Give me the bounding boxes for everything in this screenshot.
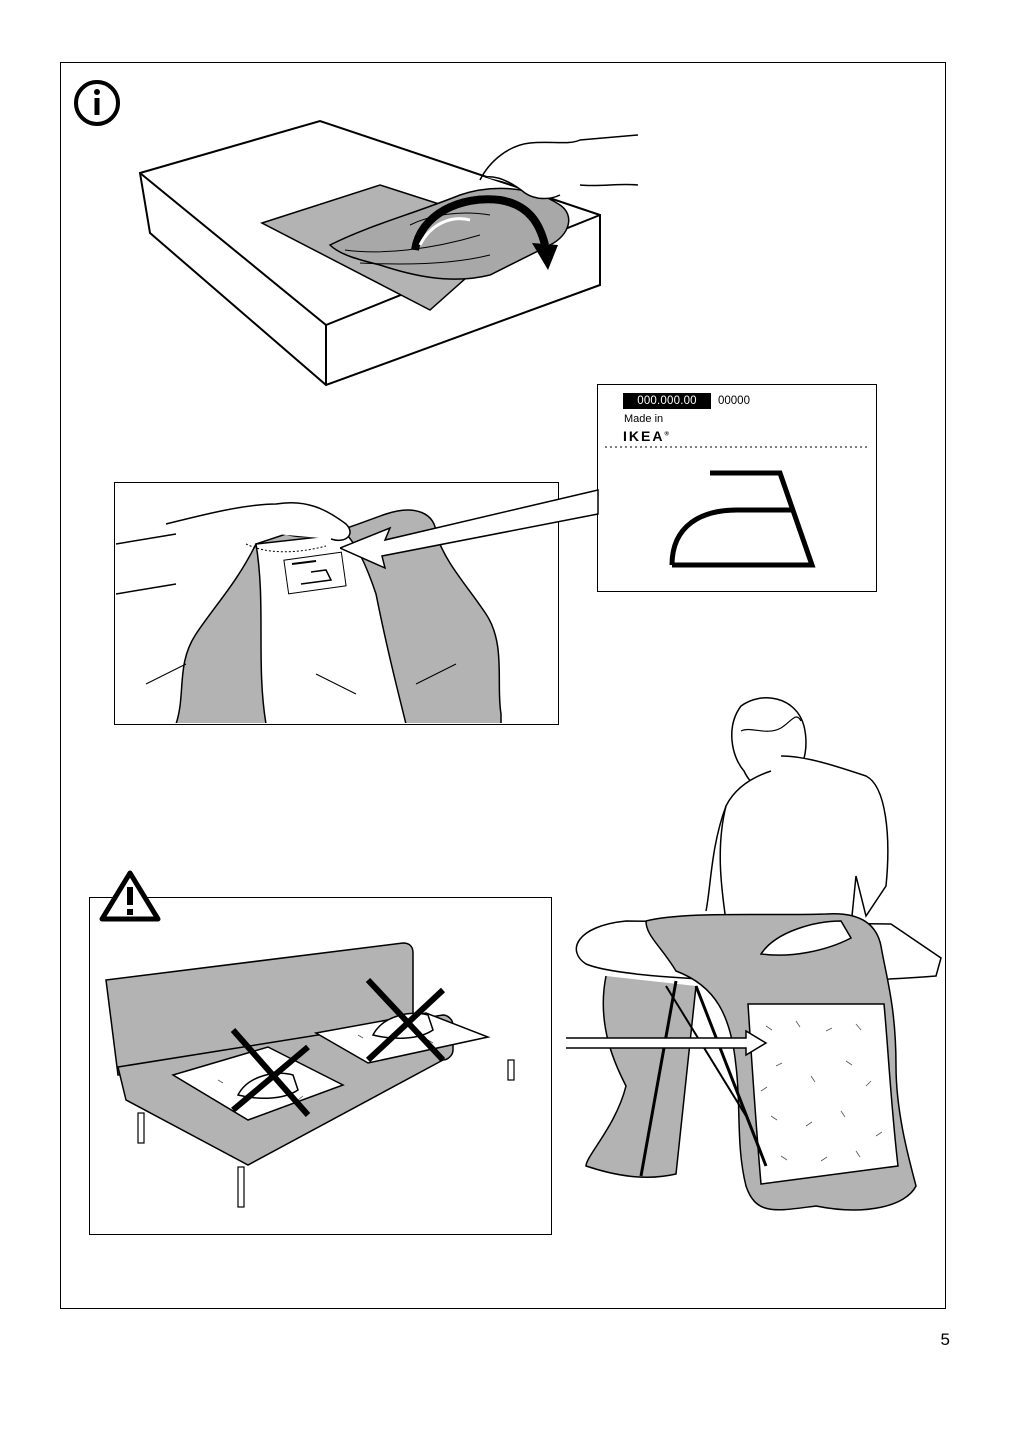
sofa-no-iron-illustration (105, 942, 515, 1208)
warning-triangle-icon (99, 870, 161, 922)
iron-care-symbol-icon (669, 470, 816, 568)
brand-logo: IKEA® (623, 428, 669, 444)
info-icon (74, 80, 120, 126)
cover-label-illustration (116, 502, 502, 723)
dotted-divider (605, 446, 867, 448)
care-label-panel (597, 384, 877, 592)
box-unpacking-illustration (138, 119, 639, 387)
label-pointer-arrow (340, 489, 599, 570)
supplier-number: 00000 (718, 395, 750, 407)
made-in-label: Made in (624, 413, 664, 425)
ironing-illustration (566, 697, 942, 1211)
page-number: 5 (940, 1330, 950, 1349)
article-number: 000.000.00 (623, 393, 711, 409)
instruction-frame (60, 62, 946, 1309)
